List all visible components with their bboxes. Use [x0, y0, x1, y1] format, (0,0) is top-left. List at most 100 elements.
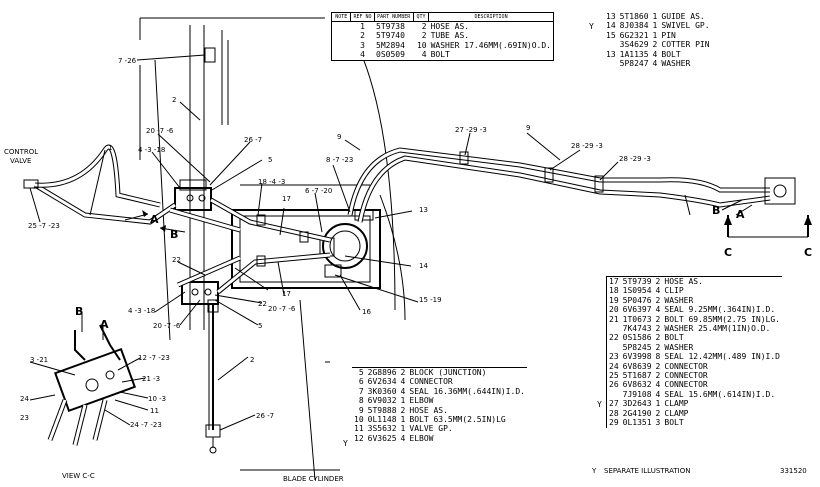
col-description: DESCRIPTION [428, 12, 554, 22]
col-note: NOTE [330, 12, 352, 22]
callout-4-3-18-top: 4 -3 -18 [138, 146, 165, 154]
leader-lines [29, 54, 619, 431]
callout-2-top: 2 [172, 96, 176, 104]
callout-7-26-top: 7 -26 [118, 57, 137, 65]
callout-10-3: 10 -3 [148, 395, 166, 403]
arrow-b-view-label: B [75, 305, 83, 318]
callout-9-a: 9 [337, 133, 341, 141]
callout-13: 13 [419, 206, 428, 214]
callout-8-7-23: 8 -7 -23 [326, 156, 353, 164]
callout-22-b: 22 [258, 300, 267, 308]
view-cc-label: VIEW C-C [62, 472, 95, 480]
callout-22-a: 22 [172, 256, 181, 264]
callout-21-3: 21 -3 [142, 375, 160, 383]
tube-assembly [169, 197, 331, 294]
section-c-right-label: C [804, 246, 812, 259]
footer-separate-illustration: SEPARATE ILLUSTRATION [604, 467, 690, 475]
junction-block-lower [181, 281, 219, 313]
callout-9-b: 9 [526, 124, 530, 132]
arrow-a-left-label: A [150, 213, 159, 226]
callout-4-3-18-mid: 4 -3 -18 [128, 307, 155, 315]
callout-20-7-6-low: 20 -7 -6 [153, 322, 181, 330]
callout-5-mid: 5 [258, 322, 262, 330]
callout-5-top: 5 [268, 156, 272, 164]
callout-20-7-6-mid: 20 -7 -6 [268, 305, 296, 313]
callout-3-21: 3 -21 [30, 356, 48, 364]
parts-table-right-note: Y [597, 400, 602, 409]
callout-11: 11 [150, 407, 159, 415]
callout-6-7-20: 6 -7 -20 [305, 187, 332, 195]
section-c-left-label: C [724, 246, 732, 259]
parts-table-top-header: NOTE REF NO PART NUMBER QTY DESCRIPTION [330, 12, 554, 22]
hose-assembly-long [347, 147, 796, 223]
callout-24: 24 [20, 395, 29, 403]
footer-figure-number: 331520 [780, 467, 807, 475]
parts-table-topright-note: Y [589, 22, 594, 31]
parts-table-mid-note: Y [343, 439, 348, 448]
callout-20-7-6-top: 20 -7 -6 [146, 127, 174, 135]
callout-16: 16 [362, 308, 371, 316]
control-valve-label-line1: CONTROL [4, 148, 38, 156]
blade-cylinder-label: BLADE CYLINDER [283, 475, 344, 483]
hose-assembly-control-valve [23, 144, 177, 225]
callout-18-4-3: 18 -4 -3 [258, 178, 285, 186]
callout-1: 1 [108, 144, 112, 152]
callout-14: 14 [419, 262, 428, 270]
col-part-number: PART NUMBER [373, 12, 414, 22]
clamps [256, 214, 309, 267]
callout-28-29-3-b: 28 -29 -3 [619, 155, 651, 163]
arrow-a-view-label: A [100, 318, 109, 331]
callout-17-b: 17 [282, 290, 291, 298]
arrow-b-right-label: B [712, 204, 720, 217]
callout-25-7-23: 25 -7 -23 [28, 222, 60, 230]
control-valve-label-line2: VALVE [10, 157, 31, 165]
callout-28-29-3-a: 28 -29 -3 [571, 142, 603, 150]
col-qty: QTY [412, 12, 430, 22]
callout-27-29-3: 27 -29 -3 [455, 126, 487, 134]
callout-23: 23 [20, 414, 29, 422]
col-ref-no: REF NO [350, 12, 375, 22]
blade-cylinder [205, 305, 221, 454]
callout-24-7-23: 24 -7 -23 [130, 421, 162, 429]
valve-mounting-plate [231, 209, 381, 289]
callout-26-7-top: 26 -7 [244, 136, 262, 144]
arrow-a-right-label: A [736, 208, 745, 221]
junction-block-upper [174, 47, 216, 211]
callout-2-low: 2 [250, 356, 254, 364]
callout-17-a: 17 [282, 195, 291, 203]
section-line-cc [724, 215, 812, 238]
